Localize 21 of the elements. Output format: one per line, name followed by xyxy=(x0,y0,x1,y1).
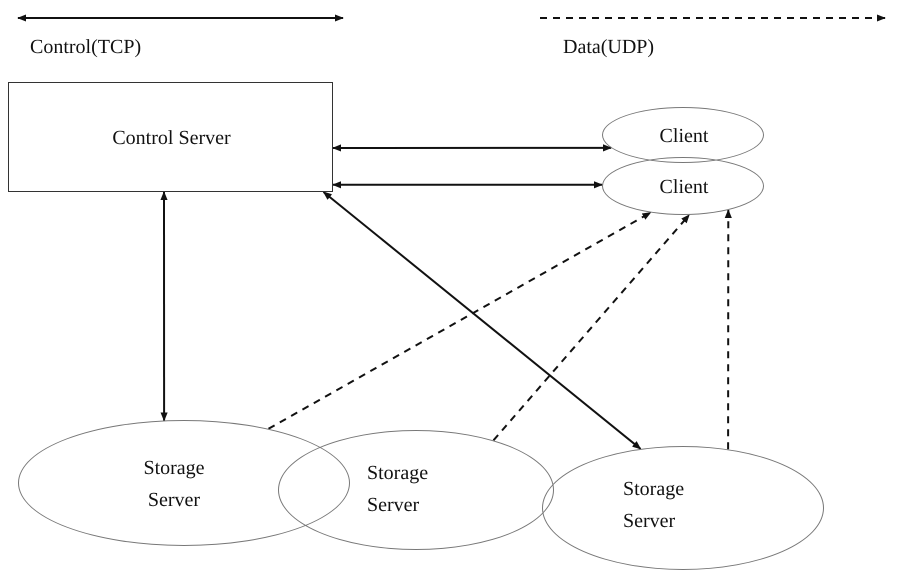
legend-label: Data(UDP) xyxy=(563,36,654,59)
arrow xyxy=(724,209,732,450)
server-box xyxy=(8,82,333,192)
arrow xyxy=(160,191,168,422)
node-label: Control Server xyxy=(112,126,231,151)
legend-label: Control(TCP) xyxy=(30,36,142,59)
server-ellipse xyxy=(278,430,554,550)
arrow xyxy=(332,181,603,188)
node-label: Storage Server xyxy=(367,461,430,518)
node-label: Storage Server xyxy=(623,477,686,534)
server-ellipse xyxy=(18,420,350,546)
arrow xyxy=(322,191,642,450)
arrow xyxy=(492,214,690,441)
node-label: Client xyxy=(660,124,708,149)
client-ellipse xyxy=(602,107,764,163)
node-label: Storage Server xyxy=(142,456,206,513)
server-ellipse xyxy=(542,446,824,570)
client-ellipse xyxy=(602,157,764,215)
arrow xyxy=(268,212,652,430)
arrow xyxy=(332,144,612,152)
node-label: Client xyxy=(660,175,708,200)
